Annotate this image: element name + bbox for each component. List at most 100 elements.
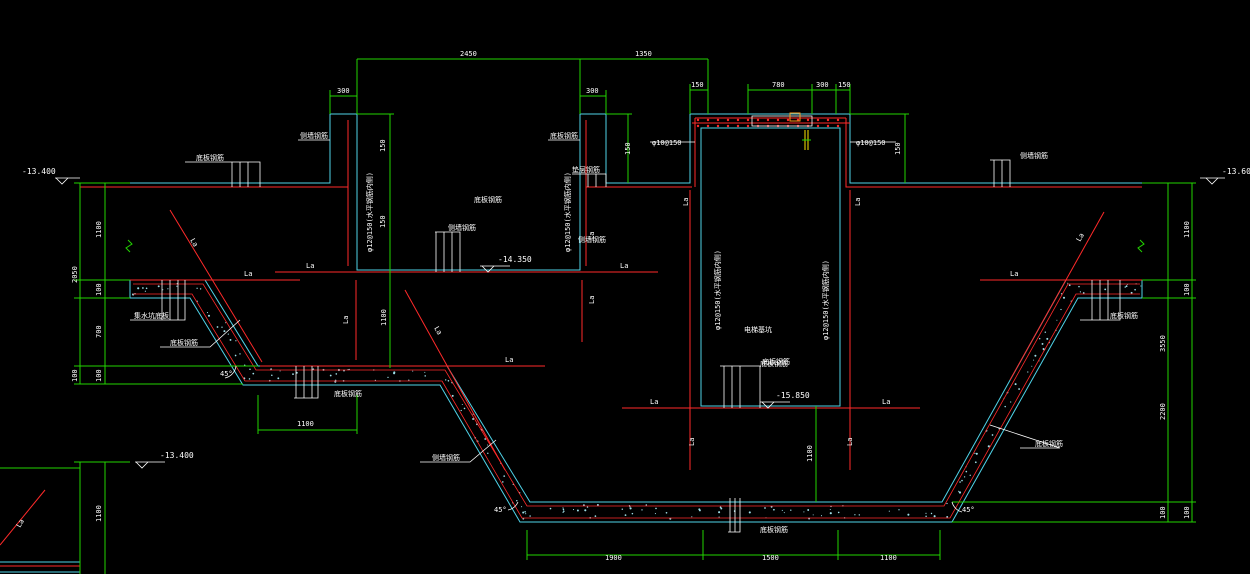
angle-label: 45° [962,506,975,514]
hatch-dot [974,461,977,464]
level-mid-bottom: -14.350 [498,255,532,264]
la-label: La [342,316,350,324]
hatch-dot [1130,291,1133,294]
rebar-section-dot [816,118,820,122]
dim-780: 780 [772,81,785,89]
hatch-dot [959,481,961,483]
hatch-dot [748,511,751,514]
angle-label: 45° [220,370,233,378]
dim-100-left-b: 100 [71,369,79,382]
dim-1500: 1500 [762,554,779,562]
concrete-hatch [132,282,1142,520]
rebar-section-dot [716,124,720,128]
rebar-section-dot [776,118,780,122]
rebar-spec: φ12@150(水平钢筋内侧) [365,172,374,252]
dim-100-left-a: 100 [95,283,103,296]
hatch-dot [162,289,164,291]
la-label: La [846,438,854,446]
rebar-section-dot [736,124,740,128]
hatch-dot [1004,405,1006,408]
hatch-dot [271,374,273,376]
hatch-dot [424,371,426,373]
hatch-dot [957,490,960,492]
hatch-dot [837,511,840,514]
hatch-dot [645,504,648,506]
hatch-dot [234,354,237,357]
hatch-dot [781,509,783,511]
dim-2200-right: 2200 [1159,403,1167,420]
rebar-section-dot [836,118,840,122]
dim-1350: 1350 [635,50,652,58]
level-pit-bottom: -15.850 [776,391,810,400]
rebar-section-dot [726,124,730,128]
hatch-dot [807,509,810,511]
dim-100-left-c: 100 [95,369,103,382]
la-label: La [306,262,314,270]
la-label: La [882,398,890,406]
hatch-dot [549,507,552,510]
dim-300-b: 300 [586,87,599,95]
hatch-dot [858,514,860,516]
note: 底板钢筋 [760,525,788,534]
rebar-spec: φ12@150(水平钢筋内侧) [713,250,722,330]
rebar-section-dot [756,118,760,122]
hatch-dot [829,508,831,511]
hatch-dot [773,508,775,511]
hatch-dot [562,511,564,513]
hatch-dot [248,378,251,380]
rebar-spec: φ12@150(水平钢筋内侧) [563,172,572,252]
rebar-spec: φ10@150 [652,139,682,147]
dim-2050: 2050 [71,266,79,283]
dim-1900: 1900 [605,554,622,562]
la-label: La [620,262,628,270]
dim-1100-right: 1100 [1183,221,1191,238]
hatch-dot [252,372,255,375]
rebar-section-dot [706,124,710,128]
hatch-dot [157,285,160,288]
rebar-section-dot [806,118,810,122]
dim-150-vert-a: 150 [624,142,632,155]
hatch-dot [503,475,506,477]
hatch-dot [586,506,589,508]
hatch-dot [461,403,463,406]
hatch-dot [1034,354,1037,357]
hatch-dot [502,481,504,483]
note: 侧墙钢筋 [578,235,606,244]
hatch-dot [329,374,332,377]
hatch-dot [562,507,564,509]
hatch-dot [1046,337,1049,340]
note: 侧墙钢筋 [448,223,476,232]
rebar-spec-texts: φ10@150 φ10@150 φ12@150(水平钢筋内侧) φ12@150(… [365,139,886,340]
hatch-dot [572,509,575,511]
hatch-dot [946,502,948,505]
rebar-section-dot [726,118,730,122]
hatch-dot [206,312,209,314]
hatch-dot [629,507,632,510]
hatch-dot [1078,285,1080,288]
hatch-dot [1056,319,1058,321]
hatch-dot [718,516,720,518]
note: 底板钢筋 [196,153,224,162]
hatch-dot [525,513,527,515]
hatch-dot [1079,291,1081,293]
hatch-dot [933,515,936,518]
hatch-dot [925,515,927,517]
dimension-texts: 2450 1350 300 300 150 780 300 150 150 15… [71,50,1191,562]
hatch-dot [223,330,226,333]
hatch-dot [764,507,766,509]
hatch-dot [484,438,487,440]
note: 侧墙钢筋 [432,453,460,462]
hatch-dot [335,373,338,375]
hatch-dot [803,511,805,513]
hatch-dot [229,338,232,341]
hatch-dot [393,372,396,375]
hatch-dot [965,470,968,473]
hatch-dot [720,507,723,510]
hatch-dot [524,511,526,513]
dim-300-a: 300 [337,87,350,95]
rebar-spec: φ12@150(水平钢筋内侧) [821,260,830,340]
hatch-dot [820,515,823,517]
rebar-section-dot [746,124,750,128]
hatch-dot [563,510,565,513]
dim-3550: 3550 [1159,335,1167,352]
